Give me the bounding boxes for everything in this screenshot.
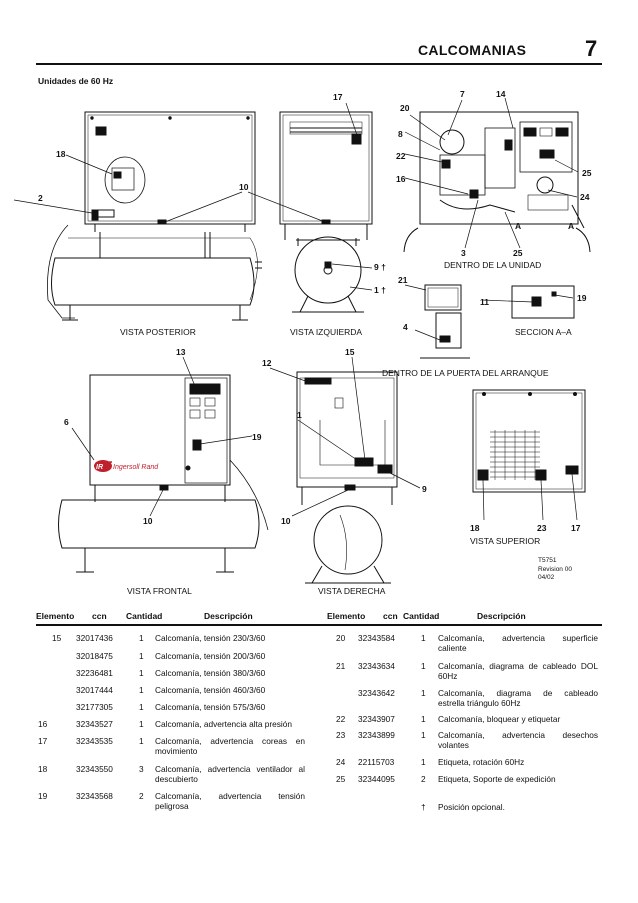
section-mark-a: A	[568, 221, 574, 231]
col-header-desc: Descripción	[204, 611, 253, 621]
callout-17: 17	[333, 92, 343, 102]
col-header-qty: Cantidad	[403, 611, 440, 621]
brand-mark: IR	[96, 464, 103, 471]
view-label-inside-unit: DENTRO DE LA UNIDAD	[444, 260, 541, 270]
view-label-top: VISTA SUPERIOR	[470, 536, 540, 546]
callout-9: 9	[422, 484, 427, 494]
view-label-right: VISTA DERECHA	[318, 586, 386, 596]
rear-view-drawing	[47, 111, 262, 321]
decal-location-diagram: 17 20 7 14 8 22 16 18 10 2 25 24 A A 3 2…	[13, 89, 592, 596]
callout-3: 3	[461, 248, 466, 258]
document-revision: Revision 00	[538, 565, 572, 573]
callout-24: 24	[580, 192, 590, 202]
right-view-drawing	[296, 371, 398, 584]
callout-18: 18	[56, 149, 66, 159]
leader-lines	[13, 97, 579, 521]
callout-8: 8	[398, 129, 403, 139]
callout-23: 23	[537, 523, 547, 533]
left-view-drawing	[279, 111, 373, 313]
callout-22: 22	[396, 151, 406, 161]
callout-16: 16	[396, 174, 406, 184]
document-code: T5751	[538, 557, 557, 564]
callout-6: 6	[64, 417, 69, 427]
table-header-rule	[36, 624, 602, 626]
callout-1-optional: 1 †	[374, 285, 386, 295]
view-label-left: VISTA IZQUIERDA	[290, 327, 362, 337]
callout-25: 25	[513, 248, 523, 258]
page-title: CALCOMANIAS	[418, 42, 527, 58]
starter-door-drawing	[420, 284, 575, 359]
callout-12: 12	[262, 358, 272, 368]
callout-21: 21	[398, 275, 408, 285]
col-header-ccn: ccn	[383, 611, 398, 621]
brand-name: Ingersoll Rand	[113, 464, 159, 471]
callout-15: 15	[345, 347, 355, 357]
callout-2: 2	[38, 193, 43, 203]
section-mark-a: A	[515, 221, 521, 231]
callout-10: 10	[143, 516, 153, 526]
view-label-section: SECCION A–A	[515, 327, 572, 337]
callout-19: 19	[577, 293, 587, 303]
document-date: 04/02	[538, 574, 555, 581]
front-view-drawing	[58, 374, 269, 573]
callout-10: 10	[281, 516, 291, 526]
col-header-item: Elemento	[36, 611, 75, 621]
callout-11: 11	[480, 297, 489, 307]
callout-13: 13	[176, 347, 186, 357]
view-label-rear: VISTA POSTERIOR	[120, 327, 196, 337]
header-rule	[36, 63, 602, 65]
callout-7: 7	[460, 89, 465, 99]
callout-25: 25	[582, 168, 592, 178]
callout-18: 18	[470, 523, 480, 533]
col-header-desc: Descripción	[477, 611, 526, 621]
callout-14: 14	[496, 89, 506, 99]
inside-unit-drawing	[403, 111, 591, 253]
top-view-drawing	[472, 389, 586, 493]
col-header-qty: Cantidad	[126, 611, 163, 621]
callout-10: 10	[239, 182, 249, 192]
document-id: T5751 Revision 00 04/02	[538, 557, 572, 583]
view-label-starter-door: DENTRO DE LA PUERTA DEL ARRANQUE	[382, 368, 549, 378]
brand-logo: IR Ingersoll Rand	[94, 460, 159, 472]
callout-19: 19	[252, 432, 262, 442]
col-header-item: Elemento	[327, 611, 366, 621]
callout-4: 4	[403, 322, 408, 332]
view-label-front: VISTA FRONTAL	[127, 586, 192, 596]
callout-1: 1	[297, 410, 302, 420]
callout-9-optional: 9 †	[374, 262, 386, 272]
callout-20: 20	[400, 103, 410, 113]
col-header-ccn: ccn	[92, 611, 107, 621]
callout-17: 17	[571, 523, 581, 533]
section-subtitle: Unidades de 60 Hz	[38, 76, 114, 86]
page-number: 7	[585, 36, 598, 61]
